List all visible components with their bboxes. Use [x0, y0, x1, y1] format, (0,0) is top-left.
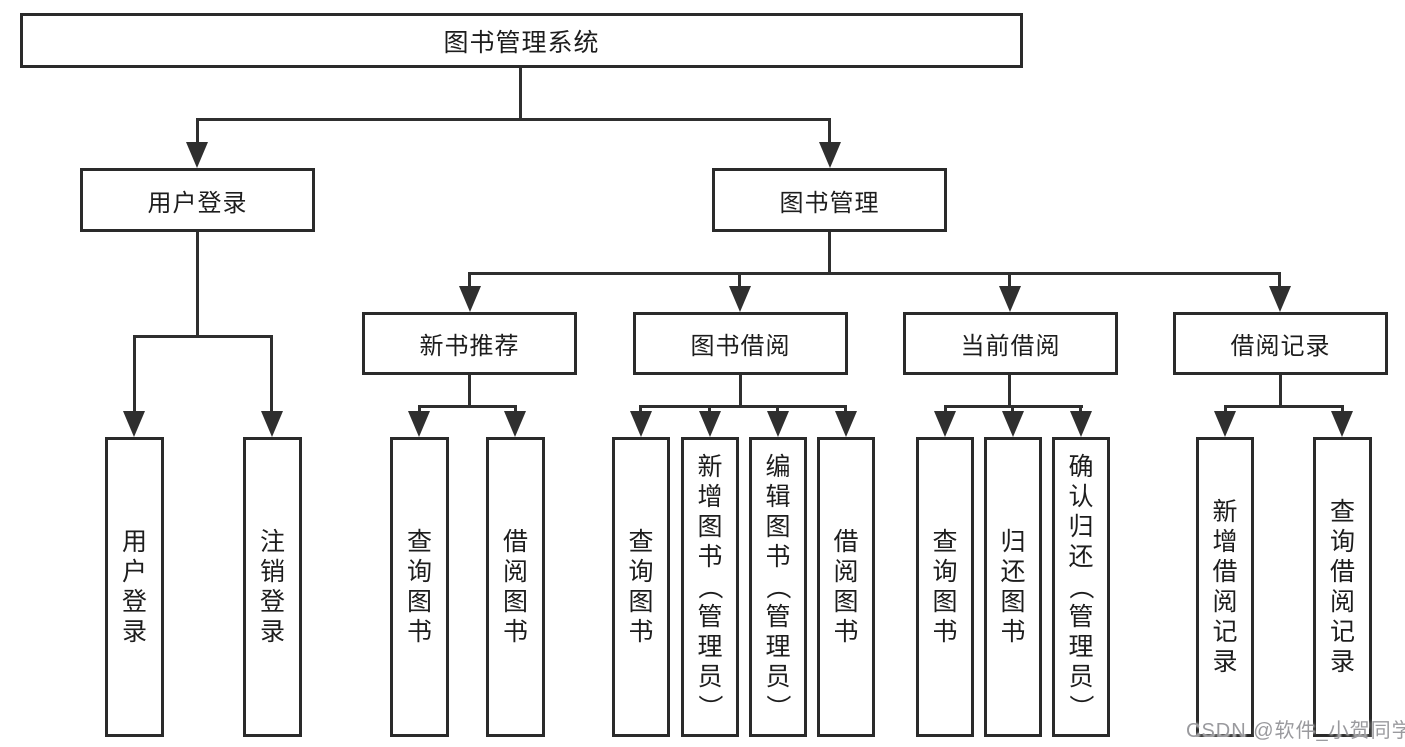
- connector-drop: [1224, 405, 1227, 413]
- leaf-borrow-add-label: 新增图书（管理员）: [695, 453, 724, 720]
- leaf-records-add-label: 新增借阅记录: [1212, 498, 1238, 676]
- connector-drop: [1008, 272, 1011, 288]
- leaf-records-query: 查询借阅记录: [1313, 437, 1372, 737]
- connector-stem: [468, 375, 471, 405]
- connector-drop: [270, 335, 273, 413]
- connector-stem: [1279, 375, 1282, 405]
- arrowhead-down-icon: [504, 411, 526, 437]
- node-borrowing: 图书借阅: [633, 312, 848, 375]
- node-records-label: 借阅记录: [1230, 333, 1331, 360]
- arrowhead-down-icon: [835, 411, 857, 437]
- arrowhead-down-icon: [1269, 286, 1291, 312]
- connector-drop: [418, 405, 421, 413]
- node-book-mgmt: 图书管理: [712, 168, 947, 232]
- leaf-new-query-label: 查询图书: [406, 528, 432, 646]
- leaf-borrow-query-label: 查询图书: [628, 528, 654, 646]
- connector-stem: [196, 232, 199, 335]
- leaf-new-borrow: 借阅图书: [486, 437, 545, 737]
- arrowhead-down-icon: [123, 411, 145, 437]
- connector-rail: [418, 405, 517, 408]
- leaf-borrow-query: 查询图书: [612, 437, 670, 737]
- leaf-borrow-edit: 编辑图书（管理员）: [749, 437, 807, 737]
- connector-drop: [944, 405, 947, 413]
- node-borrowing-label: 图书借阅: [690, 333, 791, 360]
- connector-drop: [828, 118, 831, 144]
- connector-root-rail: [196, 118, 831, 121]
- node-current: 当前借阅: [903, 312, 1118, 375]
- arrowhead-down-icon: [767, 411, 789, 437]
- leaf-records-query-label: 查询借阅记录: [1329, 498, 1355, 676]
- arrowhead-down-icon: [1214, 411, 1236, 437]
- leaf-new-borrow-label: 借阅图书: [502, 528, 528, 646]
- connector-rail: [469, 272, 1281, 275]
- leaf-records-add: 新增借阅记录: [1196, 437, 1254, 737]
- leaf-new-query: 查询图书: [390, 437, 449, 737]
- arrowhead-down-icon: [699, 411, 721, 437]
- connector-rail: [133, 335, 273, 338]
- connector-stem: [828, 232, 831, 272]
- leaf-borrow-borrow-label: 借阅图书: [833, 528, 859, 646]
- node-root-label: 图书管理系统: [443, 28, 600, 57]
- node-new-books-label: 新书推荐: [419, 333, 520, 360]
- leaf-current-return-label: 归还图书: [1000, 528, 1026, 646]
- leaf-user-logout: 注销登录: [243, 437, 302, 737]
- connector-stem: [1008, 375, 1011, 405]
- leaf-current-query: 查询图书: [916, 437, 974, 737]
- leaf-current-query-label: 查询图书: [932, 528, 958, 646]
- connector-stem: [739, 375, 742, 405]
- arrowhead-down-icon: [819, 142, 841, 168]
- leaf-user-login: 用户登录: [105, 437, 164, 737]
- node-new-books: 新书推荐: [362, 312, 577, 375]
- leaf-borrow-add: 新增图书（管理员）: [681, 437, 739, 737]
- connector-drop: [196, 118, 199, 144]
- leaf-borrow-edit-label: 编辑图书（管理员）: [763, 453, 792, 720]
- arrowhead-down-icon: [729, 286, 751, 312]
- leaf-current-return: 归还图书: [984, 437, 1042, 737]
- arrowhead-down-icon: [1331, 411, 1353, 437]
- node-root: 图书管理系统: [20, 13, 1023, 68]
- connector-drop: [708, 405, 711, 413]
- arrowhead-down-icon: [186, 142, 208, 168]
- arrowhead-down-icon: [408, 411, 430, 437]
- connector-drop: [639, 405, 642, 413]
- leaf-current-confirm-label: 确认归还（管理员）: [1066, 453, 1095, 720]
- leaf-user-logout-label: 注销登录: [259, 528, 285, 646]
- node-current-label: 当前借阅: [960, 333, 1061, 360]
- connector-drop: [1011, 405, 1014, 413]
- node-book-mgmt-label: 图书管理: [779, 189, 880, 217]
- connector-rail: [1224, 405, 1344, 408]
- connector-drop: [468, 272, 471, 288]
- arrowhead-down-icon: [1002, 411, 1024, 437]
- connector-drop: [514, 405, 517, 413]
- node-user-login: 用户登录: [80, 168, 315, 232]
- connector-drop: [1341, 405, 1344, 413]
- leaf-borrow-borrow: 借阅图书: [817, 437, 875, 737]
- arrowhead-down-icon: [261, 411, 283, 437]
- connector-drop: [133, 335, 136, 413]
- connector-drop: [1079, 405, 1082, 413]
- arrowhead-down-icon: [934, 411, 956, 437]
- watermark: CSDN @软件_小贺同学: [1186, 720, 1405, 742]
- arrowhead-down-icon: [459, 286, 481, 312]
- connector-drop: [776, 405, 779, 413]
- connector-rail: [640, 405, 847, 408]
- connector-drop: [844, 405, 847, 413]
- node-user-login-label: 用户登录: [147, 189, 248, 217]
- node-records: 借阅记录: [1173, 312, 1388, 375]
- leaf-current-confirm: 确认归还（管理员）: [1052, 437, 1110, 737]
- arrowhead-down-icon: [1070, 411, 1092, 437]
- arrowhead-down-icon: [630, 411, 652, 437]
- connector-drop: [1278, 272, 1281, 288]
- arrowhead-down-icon: [999, 286, 1021, 312]
- leaf-user-login-label: 用户登录: [121, 528, 147, 646]
- connector-root-stem: [519, 68, 522, 118]
- connector-drop: [738, 272, 741, 288]
